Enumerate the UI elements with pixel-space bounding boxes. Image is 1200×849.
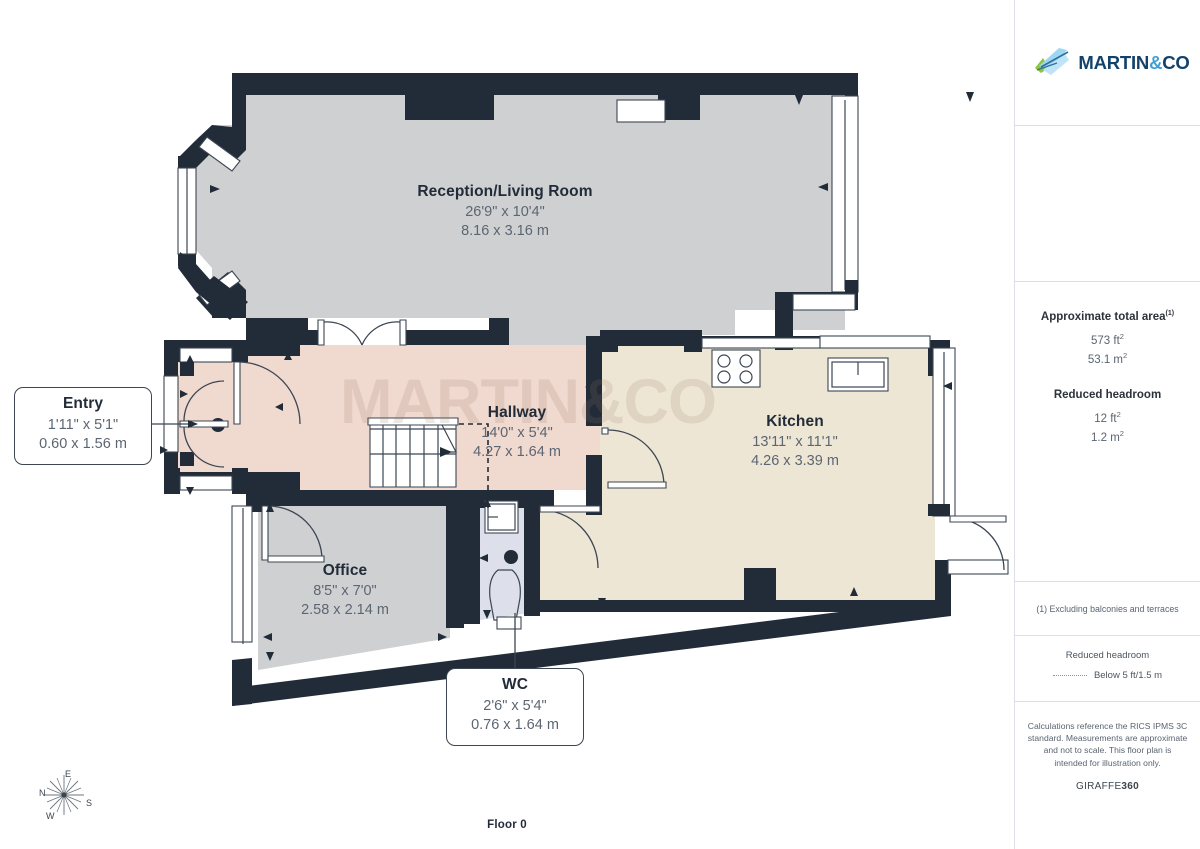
sidebar-blank-panel (1015, 126, 1200, 282)
room-name-wc: WC (501, 676, 529, 693)
reduced-headroom-indicator (459, 423, 489, 510)
basin-fixture-wc (484, 500, 519, 534)
compass-rose: N E S W (24, 766, 104, 824)
area-value-sqm: 53.1 m2 (1015, 351, 1200, 366)
area-heading-text: Approximate total area (1040, 310, 1166, 323)
floor-label: Floor 0 (487, 819, 527, 831)
area-value-sqft: 573 ft2 (1015, 332, 1200, 347)
info-sidebar: MARTIN&CO Approximate total area(1) 573 … (1014, 0, 1200, 849)
headroom-sqm-exponent: 2 (1119, 429, 1124, 439)
disclaimer-panel: Calculations reference the RICS IPMS 3C … (1015, 702, 1200, 812)
dimension-markers (160, 92, 974, 661)
footnote-text: (1) Excluding balconies and terraces (1036, 603, 1179, 614)
provider-name: GIRAFFE (1075, 780, 1122, 792)
floorplan-canvas[interactable]: .wall { fill:#222c38; } .glass { fill:#f… (0, 0, 1014, 849)
headroom-value-sqm: 1.2 m2 (1015, 429, 1200, 444)
martin-and-co-logo-icon (1035, 47, 1070, 75)
headroom-sqm-number: 1.2 m (1091, 432, 1120, 445)
area-sqft-number: 573 ft (1091, 334, 1120, 347)
area-sqft-exponent: 2 (1119, 331, 1124, 341)
compass-label-w: W (46, 811, 55, 821)
room-fill-office (258, 500, 450, 670)
spacer (1015, 369, 1200, 389)
room-dim-metric-wc: 0.76 x 1.64 m (471, 717, 559, 734)
headroom-value-sqft: 12 ft2 (1015, 410, 1200, 425)
disclaimer-text: Calculations reference the RICS IPMS 3C … (1027, 721, 1188, 768)
footnote-panel: (1) Excluding balconies and terraces (1015, 582, 1200, 636)
legend-panel: Reduced headroom Below 5 ft/1.5 m (1015, 636, 1200, 702)
legend-row-reduced-headroom: Below 5 ft/1.5 m (1015, 670, 1200, 681)
legend-label: Below 5 ft/1.5 m (1093, 670, 1163, 681)
brand-logo[interactable]: MARTIN&CO (1015, 0, 1200, 126)
headroom-sqft-number: 12 ft (1094, 413, 1117, 426)
area-heading-footnote-marker: (1) (1165, 310, 1175, 317)
compass-label-n: N (39, 788, 46, 798)
logo-text-co: CO (1162, 51, 1190, 73)
callout-entry[interactable]: Entry 1'11" x 5'1" 0.60 x 1.56 m (14, 387, 152, 465)
floorplan-drawing: .wall { fill:#222c38; } .glass { fill:#f… (160, 73, 1009, 706)
room-fill-reception (196, 95, 845, 345)
walls (163, 73, 1009, 706)
compass-icon (44, 775, 84, 815)
legend-title: Reduced headroom (1065, 650, 1150, 661)
logo-text-martin: MARTIN (1078, 51, 1150, 73)
room-dim-imperial-wc: 2'6" x 5'4" (483, 698, 547, 714)
area-sqm-number: 53.1 m (1087, 353, 1123, 366)
area-summary-panel: Approximate total area(1) 573 ft2 53.1 m… (1015, 282, 1200, 582)
stairs (367, 417, 459, 488)
area-heading: Approximate total area(1) (1015, 310, 1200, 323)
sink-fixture-kitchen (827, 357, 889, 392)
callout-wc[interactable]: WC 2'6" x 5'4" 0.76 x 1.64 m (446, 668, 584, 746)
provider-credit: GIRAFFE360 (1015, 781, 1200, 792)
room-name-entry: Entry (62, 395, 104, 412)
headroom-heading: Reduced headroom (1053, 389, 1162, 402)
logo-text-amp: & (1149, 51, 1163, 73)
compass-label-e: E (65, 769, 72, 779)
compass-label-s: S (86, 798, 93, 808)
room-dim-imperial-entry: 1'11" x 5'1" (47, 417, 119, 433)
room-fill-kitchen (537, 345, 948, 600)
room-dim-metric-entry: 0.60 x 1.56 m (39, 436, 127, 453)
hob-fixture (711, 349, 761, 388)
provider-suffix: 360 (1121, 780, 1140, 792)
headroom-sqft-exponent: 2 (1116, 410, 1121, 420)
dotted-line-icon (1052, 675, 1087, 676)
area-sqm-exponent: 2 (1123, 350, 1128, 360)
logo-wordmark: MARTIN&CO (1078, 52, 1189, 74)
